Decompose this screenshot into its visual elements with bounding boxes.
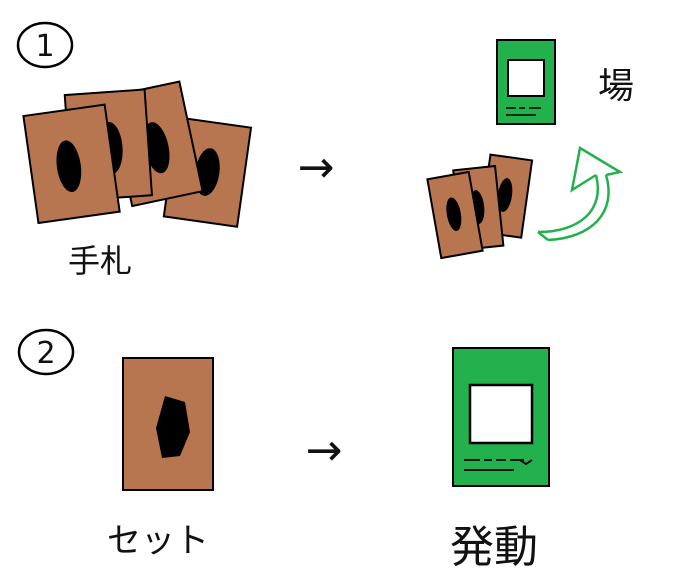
- step-2: 2 セット → 発動: [17, 328, 550, 573]
- step-2-number-badge: 2: [17, 328, 75, 376]
- step-2-number: 2: [36, 336, 55, 371]
- remaining-hand-cards: [426, 153, 534, 260]
- hand-card: [22, 103, 121, 225]
- set-card: [122, 357, 214, 491]
- step-1-number-badge: 1: [16, 21, 74, 69]
- hand-cards: [22, 80, 253, 228]
- step-2-arrow: →: [306, 425, 343, 476]
- step-1-number: 1: [35, 29, 54, 64]
- step-1-arrow: →: [298, 142, 335, 193]
- move-to-field-arrow: [537, 146, 624, 242]
- hand-label: 手札: [68, 242, 132, 280]
- hand-card: [426, 170, 484, 260]
- set-label: セット: [107, 521, 209, 561]
- step-1: 1 手札 →: [16, 21, 634, 280]
- field-label: 場: [598, 66, 634, 107]
- activated-spell-card: [452, 347, 550, 487]
- activate-label: 発動: [450, 522, 538, 573]
- field-spell-card: [496, 39, 556, 125]
